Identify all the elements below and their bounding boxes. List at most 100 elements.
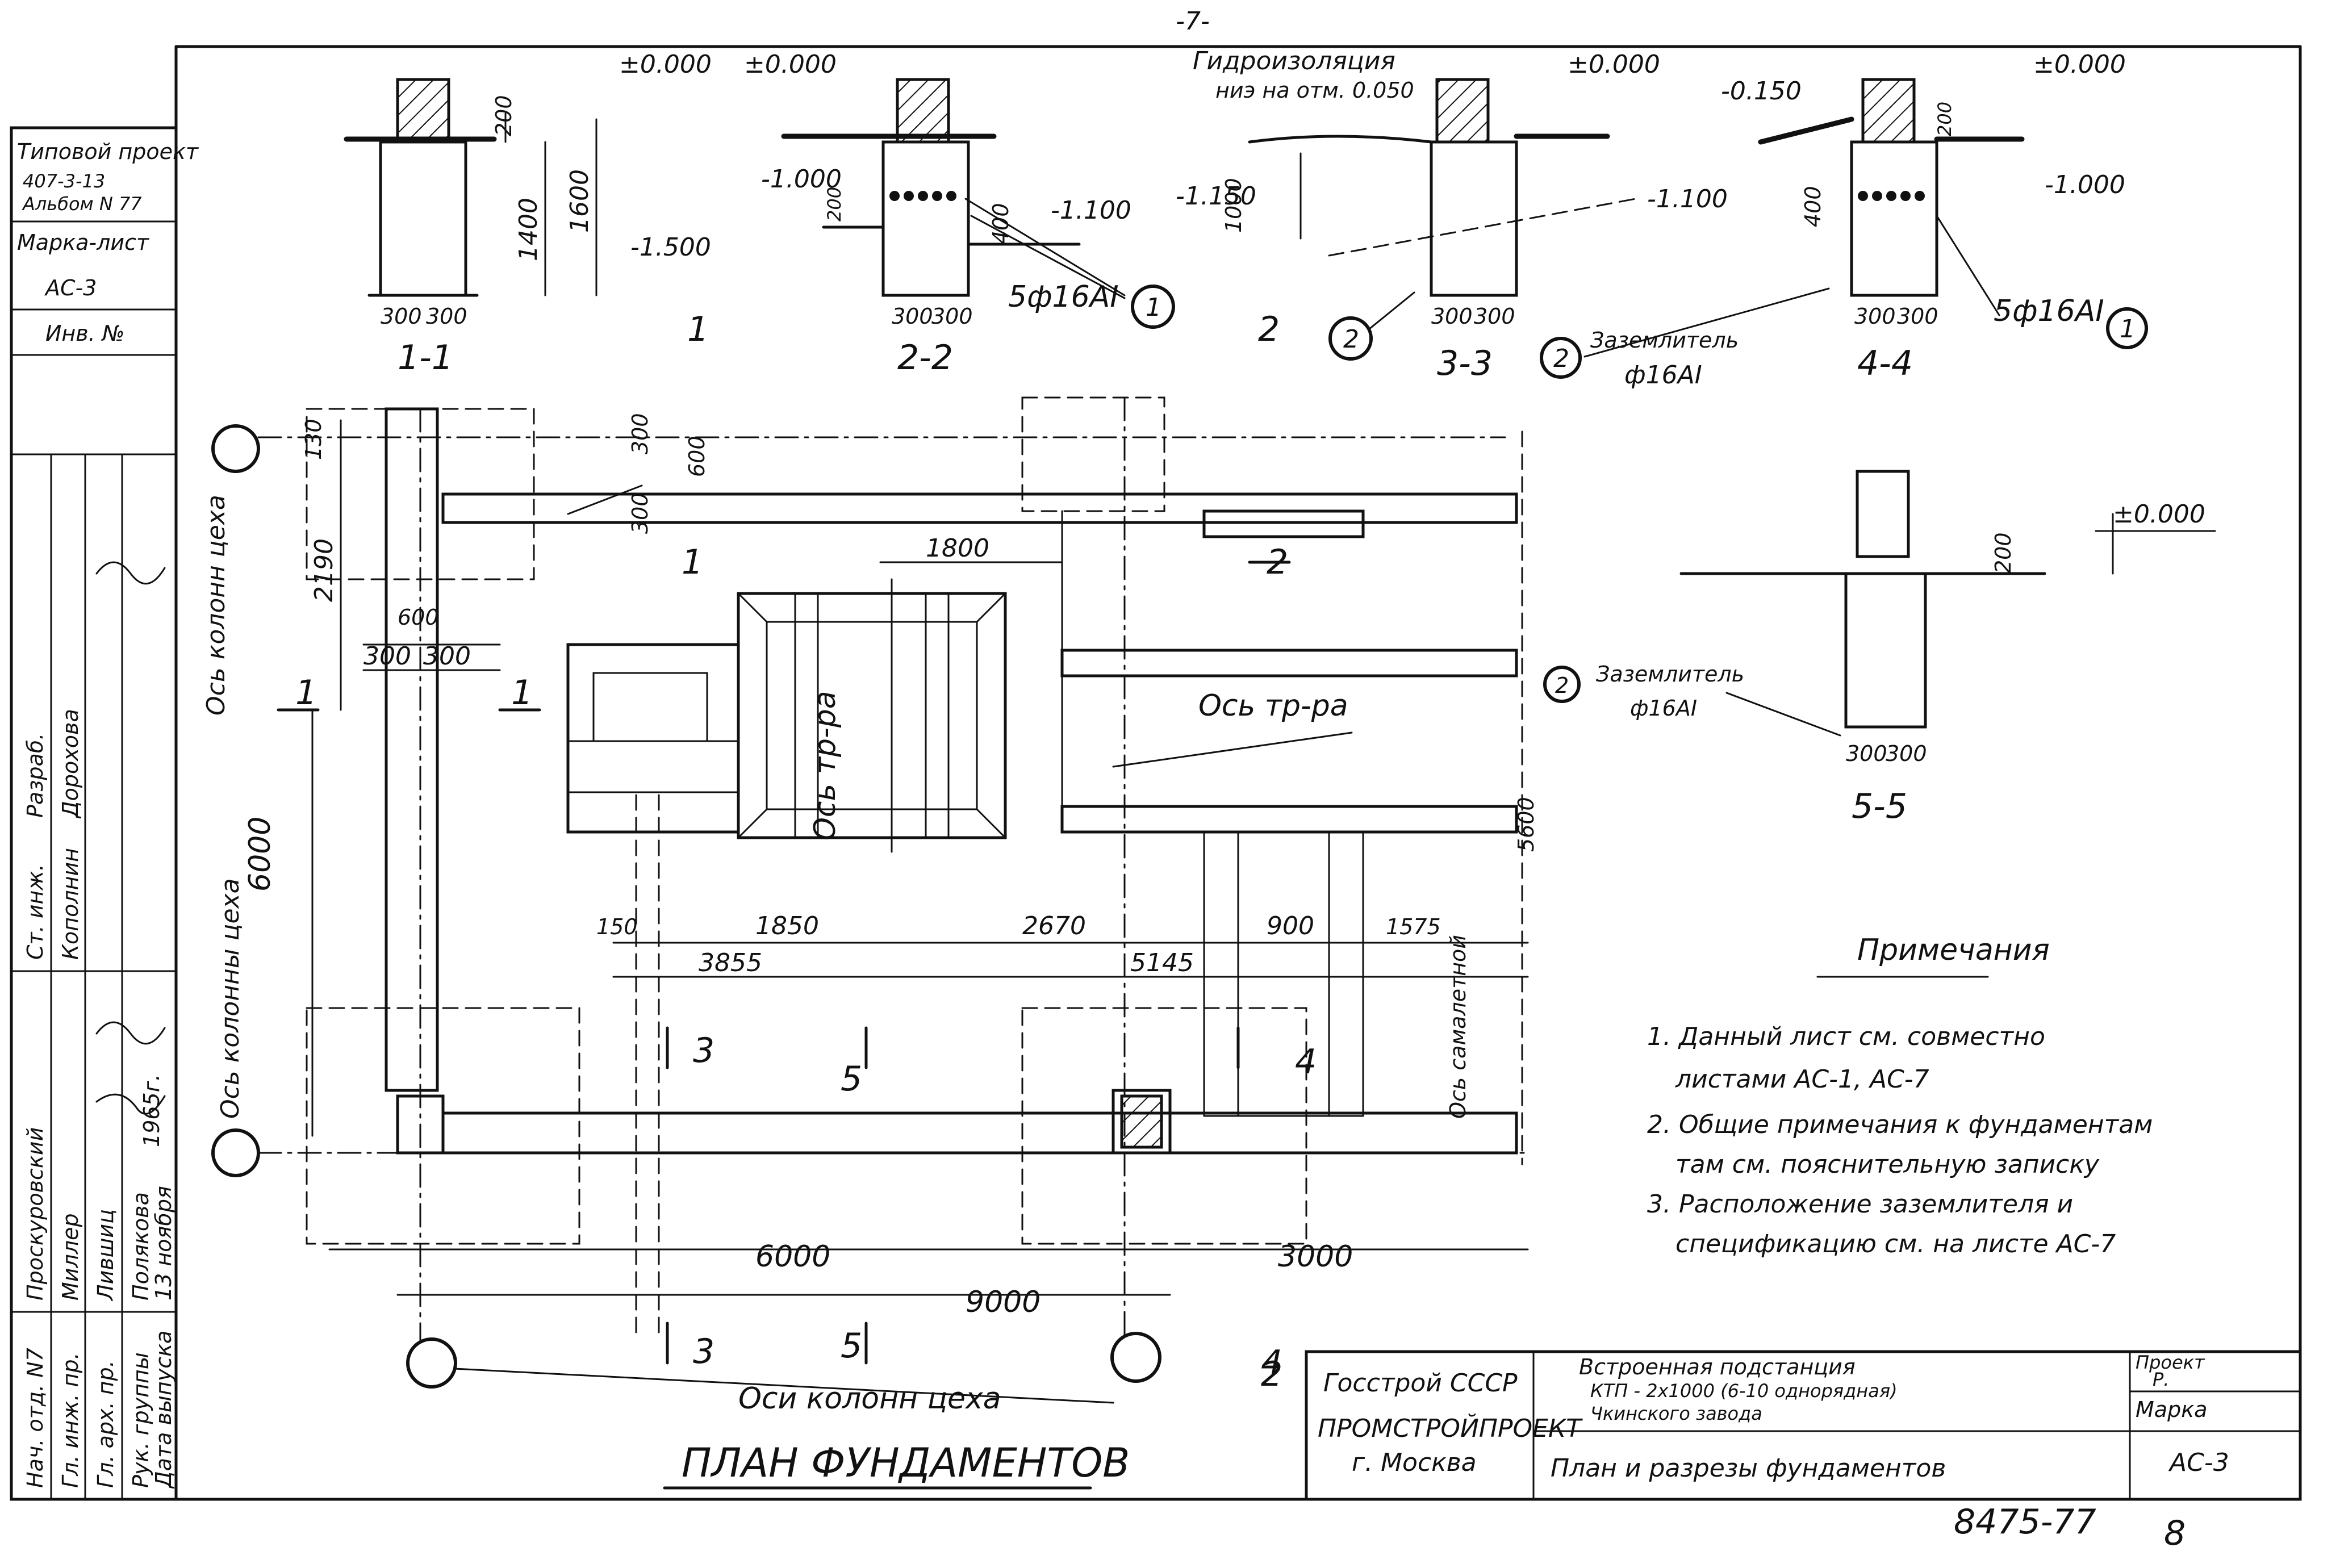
s22-w1: 300	[892, 304, 933, 329]
dim-300b: 300	[628, 492, 653, 534]
sheet-frame	[174, 45, 2302, 1501]
s55-ground-ref: 2	[1555, 673, 1569, 698]
s22-elev-top: ±0.000	[744, 50, 837, 79]
axis-col-shop-label: Ось колонн цеха	[202, 495, 231, 716]
s44-rebar: 5ф16АI	[1994, 294, 2104, 328]
stamp-project-label: Типовой проект	[17, 139, 199, 164]
s44-elev-top: ±0.000	[2033, 50, 2126, 79]
dim-600b: 600	[398, 605, 439, 630]
dim-1575: 1575	[1386, 914, 1441, 939]
s33-hydro: Гидроизоляция	[1193, 47, 1395, 76]
s44-elev-1000: -1.000	[2045, 170, 2125, 199]
tb-project-l1: Встроенная подстанция	[1579, 1354, 1856, 1379]
axes-columns-shop: Оси колонн цеха	[738, 1382, 1001, 1416]
s44-w2: 300	[1897, 304, 1938, 329]
stamp-role-3: Гл. арх. пр.	[93, 1360, 118, 1488]
s22-dim-200: 200	[824, 187, 845, 221]
s11-w1: 300	[381, 304, 422, 329]
sheet-index: 8	[2164, 1513, 2186, 1553]
plan-title: ПЛАН ФУНДАМЕНТОВ	[682, 1440, 1130, 1486]
note-line-6: спецификацию см. на листе АС-7	[1675, 1230, 2116, 1258]
stamp-role-4: Рук. группы	[128, 1352, 153, 1488]
s33-ref: 2	[1343, 325, 1359, 354]
dim-1850: 1850	[755, 911, 819, 940]
page-number: -7-	[1176, 7, 1210, 36]
s11-dim-1400: 1400	[514, 198, 543, 261]
note-line-5: 3. Расположение заземлителя и	[1647, 1190, 2073, 1219]
section-2-2: 5ф16АI 1 ±0.000 -1.000 -1.100 400 300 30…	[744, 50, 1175, 378]
s11-mark: 1	[687, 310, 709, 349]
dim-900: 900	[1267, 911, 1314, 940]
s22-elev-1100: -1.100	[1051, 196, 1131, 225]
s11-elev-bottom: -1.500	[630, 233, 711, 262]
grounding-callout: 2 Заземлитель ф16АI	[1540, 287, 1830, 390]
s33-w1: 300	[1431, 304, 1473, 329]
stamp-name-1: Проскуровский	[23, 1127, 48, 1301]
dim-6000h: 6000	[755, 1240, 830, 1274]
cut-5-top: 5	[841, 1059, 862, 1099]
stamp-mark-value: АС-3	[44, 275, 97, 300]
s55-w1: 300	[1846, 741, 1887, 766]
stamp-mark-label: Марка-лист	[17, 230, 150, 255]
stamp-role-2: Гл. инж. пр.	[58, 1352, 83, 1488]
cut-3-bottom: 3	[693, 1332, 714, 1372]
s33-dim-1000: 1000	[1221, 178, 1246, 233]
s33-elev-1150: -1.150	[1176, 182, 1256, 211]
side-stamp: Типовой проект 407-3-13 Альбом N 77 Марк…	[10, 126, 199, 1501]
s22-rebar-dots	[889, 191, 956, 201]
grounding-spec: ф16АI	[1624, 361, 1702, 390]
s44-elev-0150: -0.150	[1721, 77, 1802, 106]
s33-hydro-elev: ниэ на отм. 0.050	[1215, 78, 1414, 103]
stamp-role-6: Разраб.	[23, 733, 48, 818]
cut-2-bottom: 2	[1261, 1354, 1282, 1394]
stamp-name-2: Миллер	[58, 1213, 83, 1301]
dim-150: 150	[596, 914, 638, 939]
dim-300c: 300	[363, 642, 411, 671]
section-3-3: 2 Гидроизоляция ниэ на отм. 0.050 ±0.000…	[1176, 47, 1660, 383]
dim-300d: 300	[423, 642, 471, 671]
stamp-role-1: Нач. отд. N7	[23, 1348, 48, 1488]
s11-elev-top: ±0.000	[619, 50, 712, 79]
foundation-plan	[211, 396, 1529, 1404]
cut-1-left: 1	[295, 673, 317, 713]
s22-rebar: 5ф16АI	[1008, 280, 1119, 314]
s55-label: 5-5	[1852, 787, 1907, 826]
note-line-2: листами АС-1, АС-7	[1675, 1065, 1929, 1094]
tb-org2: ПРОМСТРОЙПРОЕКТ	[1318, 1413, 1583, 1443]
s44-w1: 300	[1854, 304, 1896, 329]
s55-ground-spec: ф16АI	[1630, 696, 1697, 721]
s33-w2: 300	[1474, 304, 1515, 329]
s44-label: 4-4	[1857, 344, 1913, 383]
dim-300a: 300	[628, 413, 653, 454]
axis-transformer-h: Ось тр-ра	[1198, 689, 1348, 723]
s11-dim-200: 200	[491, 95, 516, 136]
tb-sheet-title: План и разрезы фундаментов	[1551, 1454, 1946, 1483]
cut-3-top: 3	[693, 1031, 714, 1071]
cut-5-bottom: 5	[841, 1326, 862, 1366]
section-1-1: ±0.000 1400 1600 -1.500 300 300 200 1-1 …	[344, 50, 712, 378]
stamp-inv-label: Инв. №	[45, 321, 124, 346]
s11-dim-1600: 1600	[565, 169, 594, 233]
stamp-name-5: Кополнин	[58, 848, 83, 960]
dim-9000: 9000	[966, 1285, 1041, 1319]
dim-6000v: 6000	[243, 817, 277, 892]
tb-project-l2: КТП - 2х1000 (6-10 однорядная)	[1590, 1380, 1898, 1402]
axis-col-shop-lower: Ось колонны цеха	[216, 878, 245, 1119]
s22-ref: 1	[1146, 293, 1161, 322]
cut-2-top: 2	[1267, 542, 1288, 582]
notes: Примечания 1. Данный лист см. совместно …	[1647, 933, 2153, 1258]
cut-1-right: 1	[511, 673, 533, 713]
tb-org1: Госстрой СССР	[1323, 1369, 1518, 1398]
stamp-role-5: Ст. инж.	[23, 864, 48, 960]
s22-label: 2-2	[897, 338, 953, 378]
tb-org3: г. Москва	[1352, 1448, 1477, 1477]
stamp-album: Альбом N 77	[22, 193, 142, 215]
stamp-name-4: Полякова	[128, 1192, 153, 1301]
cut-4-bottom: 4	[1261, 1343, 1282, 1383]
section-5-5: ±0.000 200 300 300 5-5 2 Заземлитель ф16…	[1543, 470, 2216, 826]
sheet-code: 8475-77	[1954, 1502, 2096, 1542]
s55-elev-top: ±0.000	[2113, 500, 2205, 529]
s11-label: 1-1	[398, 338, 453, 378]
dim-2670: 2670	[1022, 911, 1086, 940]
dim-600: 600	[684, 436, 709, 477]
